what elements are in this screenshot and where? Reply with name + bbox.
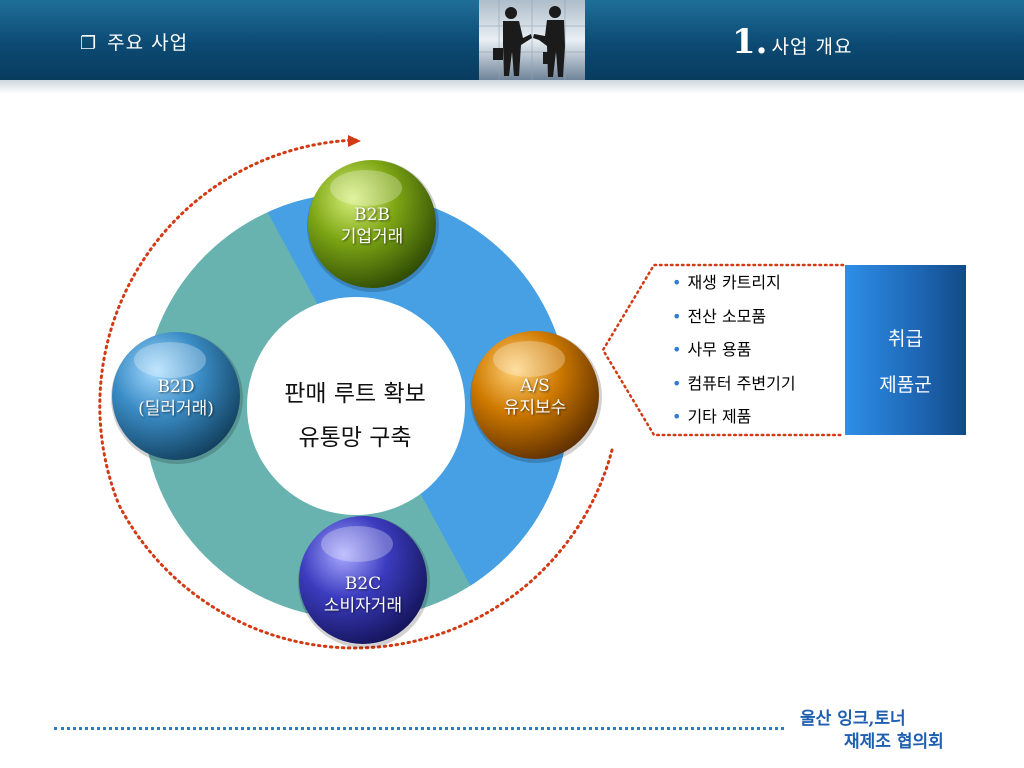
sphere-as-code: A/S [520, 376, 550, 396]
sphere-b2b-name: 기업거래 [340, 227, 404, 247]
sphere-b2c-name: 소비자거래 [323, 596, 403, 616]
sphere-b2b-code: B2B [354, 205, 390, 225]
list-item: • 기타 제품 [672, 400, 796, 434]
bullet-icon: • [672, 306, 682, 326]
bullet-icon: • [672, 340, 682, 359]
footer-org-line1: 울산 잉크,토너 [800, 709, 906, 729]
center-text-line2: 유통망 구축 [298, 425, 412, 451]
list-item: •전산 소모품 [672, 300, 796, 334]
header-shadow [0, 80, 1024, 94]
footer-org-line2: 재제조 협의회 [844, 732, 944, 752]
section-title: ❐ 주요 사업 [80, 28, 188, 55]
center-text-line1: 판매 루트 확보 [284, 381, 426, 407]
product-connector [601, 263, 845, 437]
sphere-as [470, 331, 602, 463]
product-item-text: 재생 카트리지 [687, 273, 781, 292]
product-category-box [845, 265, 966, 435]
arrow-head-icon [348, 135, 361, 147]
product-item-text: 사무 용품 [687, 340, 752, 359]
sphere-b2c [298, 516, 430, 648]
product-list: •재생 카트리지 •전산 소모품 •사무 용품 •컴퓨터 주변기기 •기타 제품 [672, 266, 796, 434]
footer-divider [54, 727, 784, 730]
sphere-b2b [307, 160, 439, 292]
product-category-line2: 제품군 [879, 374, 932, 396]
checkbox-square-icon: ❐ [80, 33, 98, 54]
sphere-b2d [111, 332, 243, 464]
list-item: • 사무 용품 [672, 333, 796, 367]
handshake-silhouette-icon [479, 0, 585, 80]
handshake-photo [479, 0, 585, 80]
page-heading: 1.사업 개요 [732, 22, 852, 62]
sphere-b2d-label: B2D (딜러거래) [116, 376, 236, 420]
bullet-icon: • [672, 407, 682, 426]
page-number: 1. [732, 22, 768, 62]
ring-hole [247, 297, 465, 515]
product-item-text: 컴퓨터 주변기기 [687, 373, 796, 393]
page-title: 사업 개요 [771, 36, 853, 58]
list-item: •컴퓨터 주변기기 [672, 367, 796, 401]
center-text: 판매 루트 확보 유통망 구축 [250, 372, 460, 460]
product-item-text: 전산 소모품 [687, 306, 767, 326]
list-item: • 재생 카트리지 [672, 266, 796, 300]
bullet-icon: • [672, 273, 682, 292]
product-category-line1: 취급 [888, 328, 923, 350]
cycle-arrow-top [98, 138, 358, 507]
product-category-label: 취급 제품군 [845, 316, 966, 408]
footer-organization: 울산 잉크,토너 재제조 협의회 [800, 708, 944, 754]
sphere-as-name: 유지보수 [503, 398, 567, 418]
product-item-text: 기타 제품 [687, 407, 752, 426]
sphere-b2d-name: (딜러거래) [138, 399, 214, 419]
cycle-arrow-bottom [117, 448, 614, 650]
section-title-text: 주요 사업 [107, 32, 189, 54]
bullet-icon: • [672, 373, 682, 393]
sphere-b2d-code: B2D [157, 377, 195, 397]
sphere-as-label: A/S 유지보수 [485, 375, 585, 419]
sphere-b2c-label: B2C 소비자거래 [303, 573, 423, 617]
sphere-b2c-code: B2C [344, 574, 382, 594]
sphere-b2b-label: B2B 기업거래 [322, 204, 422, 248]
